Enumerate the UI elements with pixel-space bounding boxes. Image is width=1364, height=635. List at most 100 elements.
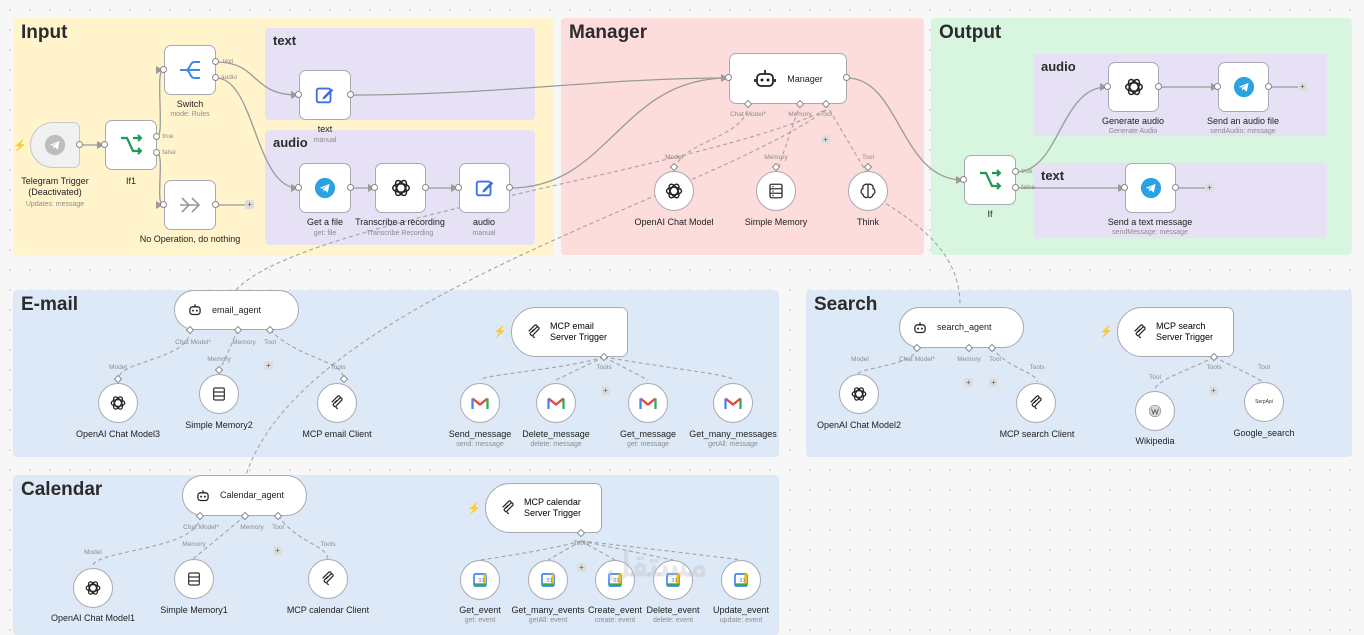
port-if1-in[interactable] — [101, 141, 108, 148]
gmail-icon — [724, 397, 742, 409]
node-openai-chat-model3[interactable] — [98, 383, 138, 423]
port-switch-audio[interactable] — [212, 74, 219, 81]
add-mcp-email-tool-button[interactable]: + — [601, 386, 610, 395]
port-if1-true[interactable] — [153, 133, 160, 140]
node-delete-event[interactable]: 31 — [653, 560, 693, 600]
port-telegram-out[interactable] — [76, 141, 83, 148]
port-transcribe-out[interactable] — [422, 184, 429, 191]
node-switch[interactable] — [164, 45, 216, 95]
node-send-text[interactable] — [1125, 163, 1176, 213]
port-if-false[interactable] — [1012, 184, 1019, 191]
add-after-send-audio-button[interactable]: + — [1298, 82, 1307, 91]
node-if1[interactable] — [105, 120, 157, 170]
add-mcp-calendar-tool-button[interactable]: + — [577, 563, 586, 572]
port-text-in[interactable] — [295, 91, 302, 98]
node-text-set[interactable] — [299, 70, 351, 120]
add-search-memory-button[interactable]: + — [964, 378, 973, 387]
section-title-text-output: text — [1041, 168, 1065, 183]
port-noop-out[interactable] — [212, 201, 219, 208]
port-audio-out[interactable] — [506, 184, 513, 191]
label-openai-chat-model: OpenAI Chat Model — [634, 217, 714, 227]
node-calendar-agent[interactable]: Calendar_agent — [182, 475, 307, 516]
node-openai-chat-model2[interactable] — [839, 374, 879, 414]
port-getfile-out[interactable] — [347, 184, 354, 191]
add-search-tool-button[interactable]: + — [989, 378, 998, 387]
sub-send-audio: sendAudio: message — [1210, 128, 1276, 135]
node-mcp-calendar-trigger[interactable]: MCP calendar Server Trigger — [485, 483, 602, 533]
port-if1-false[interactable] — [153, 149, 160, 156]
node-simple-memory1[interactable] — [174, 559, 214, 599]
port-manager-in[interactable] — [725, 74, 732, 81]
node-update-event[interactable]: 31 — [721, 560, 761, 600]
add-email-tool-button[interactable]: + — [264, 361, 273, 370]
port-switch-text[interactable] — [212, 58, 219, 65]
port-text-out[interactable] — [347, 91, 354, 98]
port-generate-out[interactable] — [1155, 83, 1162, 90]
conn-if1-noop — [156, 152, 164, 206]
trigger-bolt-icon: ⚡ — [13, 140, 27, 152]
node-think[interactable] — [848, 171, 888, 211]
node-manager[interactable]: Manager — [729, 53, 847, 104]
add-manager-tool-button[interactable]: + — [821, 135, 830, 144]
node-google-search[interactable]: SerpApi — [1244, 382, 1284, 422]
port-if-in[interactable] — [960, 176, 967, 183]
port-generate-in[interactable] — [1104, 83, 1111, 90]
node-openai-chat-model1[interactable] — [73, 568, 113, 608]
add-calendar-tool-button[interactable]: + — [273, 546, 282, 555]
port-sendaudio-in[interactable] — [1214, 83, 1221, 90]
node-generate-audio[interactable] — [1108, 62, 1159, 112]
node-transcribe[interactable] — [375, 163, 426, 213]
node-mcp-email-client[interactable] — [317, 383, 357, 423]
port-getfile-in[interactable] — [295, 184, 302, 191]
node-delete-message[interactable] — [536, 383, 576, 423]
port-switch-in[interactable] — [160, 66, 167, 73]
port-manager-out[interactable] — [843, 74, 850, 81]
node-no-operation[interactable] — [164, 180, 216, 230]
sub-telegram-trigger: Updates: message — [25, 201, 85, 208]
port-if-true[interactable] — [1012, 168, 1019, 175]
node-mcp-email-trigger[interactable]: MCP email Server Trigger — [511, 307, 628, 357]
node-simple-memory2[interactable] — [199, 374, 239, 414]
section-title-audio-input: audio — [273, 135, 308, 150]
node-get-event[interactable]: 31 — [460, 560, 500, 600]
node-openai-chat-model[interactable] — [654, 171, 694, 211]
port-sendtext-out[interactable] — [1172, 184, 1179, 191]
node-audio-set[interactable] — [459, 163, 510, 213]
node-get-many-messages[interactable] — [713, 383, 753, 423]
port-sendaudio-out[interactable] — [1265, 83, 1272, 90]
node-get-file[interactable] — [299, 163, 351, 213]
port-sendtext-in[interactable] — [1121, 184, 1128, 191]
arrow-right-icon — [180, 197, 201, 213]
port-audio-in[interactable] — [455, 184, 462, 191]
node-email-agent[interactable]: email_agent — [174, 290, 299, 330]
node-create-event[interactable]: 31 — [595, 560, 635, 600]
node-send-message[interactable] — [460, 383, 500, 423]
port-noop-in[interactable] — [160, 201, 167, 208]
node-simple-memory[interactable] — [756, 171, 796, 211]
node-send-audio[interactable] — [1218, 62, 1269, 112]
label-openai-chat-model3: OpenAI Chat Model3 — [75, 429, 161, 439]
node-get-message[interactable] — [628, 383, 668, 423]
robot-icon — [189, 304, 201, 316]
add-after-noop-button[interactable]: + — [245, 200, 254, 209]
sub-send-message: send: message — [456, 441, 504, 448]
node-telegram-trigger[interactable] — [30, 122, 80, 168]
node-get-many-events[interactable]: 31 — [528, 560, 568, 600]
robot-icon — [914, 321, 926, 333]
node-if-output[interactable] — [964, 155, 1016, 205]
sub-update-event: update: event — [719, 617, 763, 624]
label-think: Think — [856, 217, 880, 227]
label-get-event: Get_event — [459, 605, 501, 615]
sticky-text-output: text — [1033, 163, 1327, 238]
node-search-agent[interactable]: search_agent — [899, 307, 1024, 348]
label-email-agent: email_agent — [212, 304, 262, 315]
node-wikipedia[interactable] — [1135, 391, 1175, 431]
email-port-memory-label: Memory — [232, 339, 256, 346]
node-mcp-calendar-client[interactable] — [308, 559, 348, 599]
add-after-send-text-button[interactable]: + — [1205, 183, 1214, 192]
port-transcribe-in[interactable] — [371, 184, 378, 191]
add-mcp-search-tool-button[interactable]: + — [1209, 386, 1218, 395]
node-mcp-search-client[interactable] — [1016, 383, 1056, 423]
node-mcp-search-trigger[interactable]: MCP search Server Trigger — [1117, 307, 1234, 357]
